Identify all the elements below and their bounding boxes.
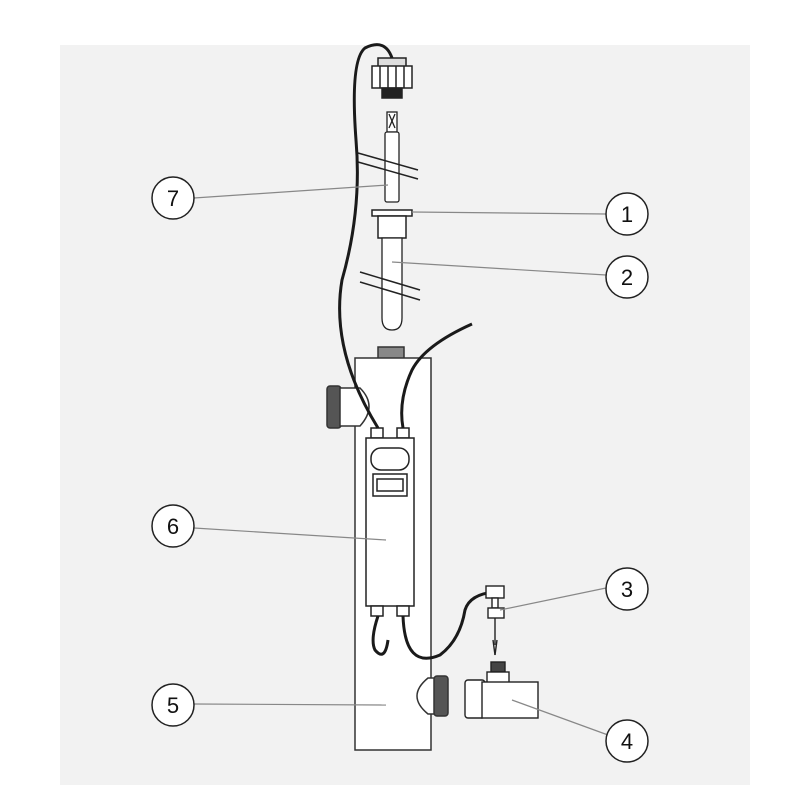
leader-1 [411, 211, 607, 215]
sleeve-break-marks [359, 271, 421, 301]
leader-6 [193, 527, 387, 541]
ballast-controller [365, 427, 415, 617]
leader-2 [391, 261, 607, 276]
uv-lamp [384, 111, 400, 203]
callout-4: 4 [605, 719, 649, 763]
leader-lines [193, 184, 609, 736]
callout-3-label: 3 [621, 577, 633, 602]
callout-7-label: 7 [167, 186, 179, 211]
leader-7 [193, 184, 389, 199]
callout-6-label: 6 [167, 514, 179, 539]
callout-2-label: 2 [621, 265, 633, 290]
uv-sensor [485, 585, 505, 656]
lamp-cap [371, 57, 413, 99]
chamber-outlet-port [416, 675, 449, 717]
lamp-break-marks [357, 152, 419, 180]
callout-1: 1 [605, 192, 649, 236]
leader-5 [193, 703, 387, 706]
callout-5: 5 [151, 683, 195, 727]
cables [338, 43, 496, 660]
quartz-sleeve [381, 237, 403, 331]
callout-6: 6 [151, 504, 195, 548]
sensor-fitting [464, 661, 539, 719]
callout-4-label: 4 [621, 729, 633, 754]
leader-4 [511, 699, 609, 736]
callout-5-label: 5 [167, 693, 179, 718]
callout-7: 7 [151, 176, 195, 220]
callout-3: 3 [605, 567, 649, 611]
leader-3 [499, 587, 607, 611]
sleeve-nut [371, 209, 413, 239]
callout-1-label: 1 [621, 202, 633, 227]
callout-2: 2 [605, 255, 649, 299]
chamber-inlet-port [326, 385, 370, 429]
